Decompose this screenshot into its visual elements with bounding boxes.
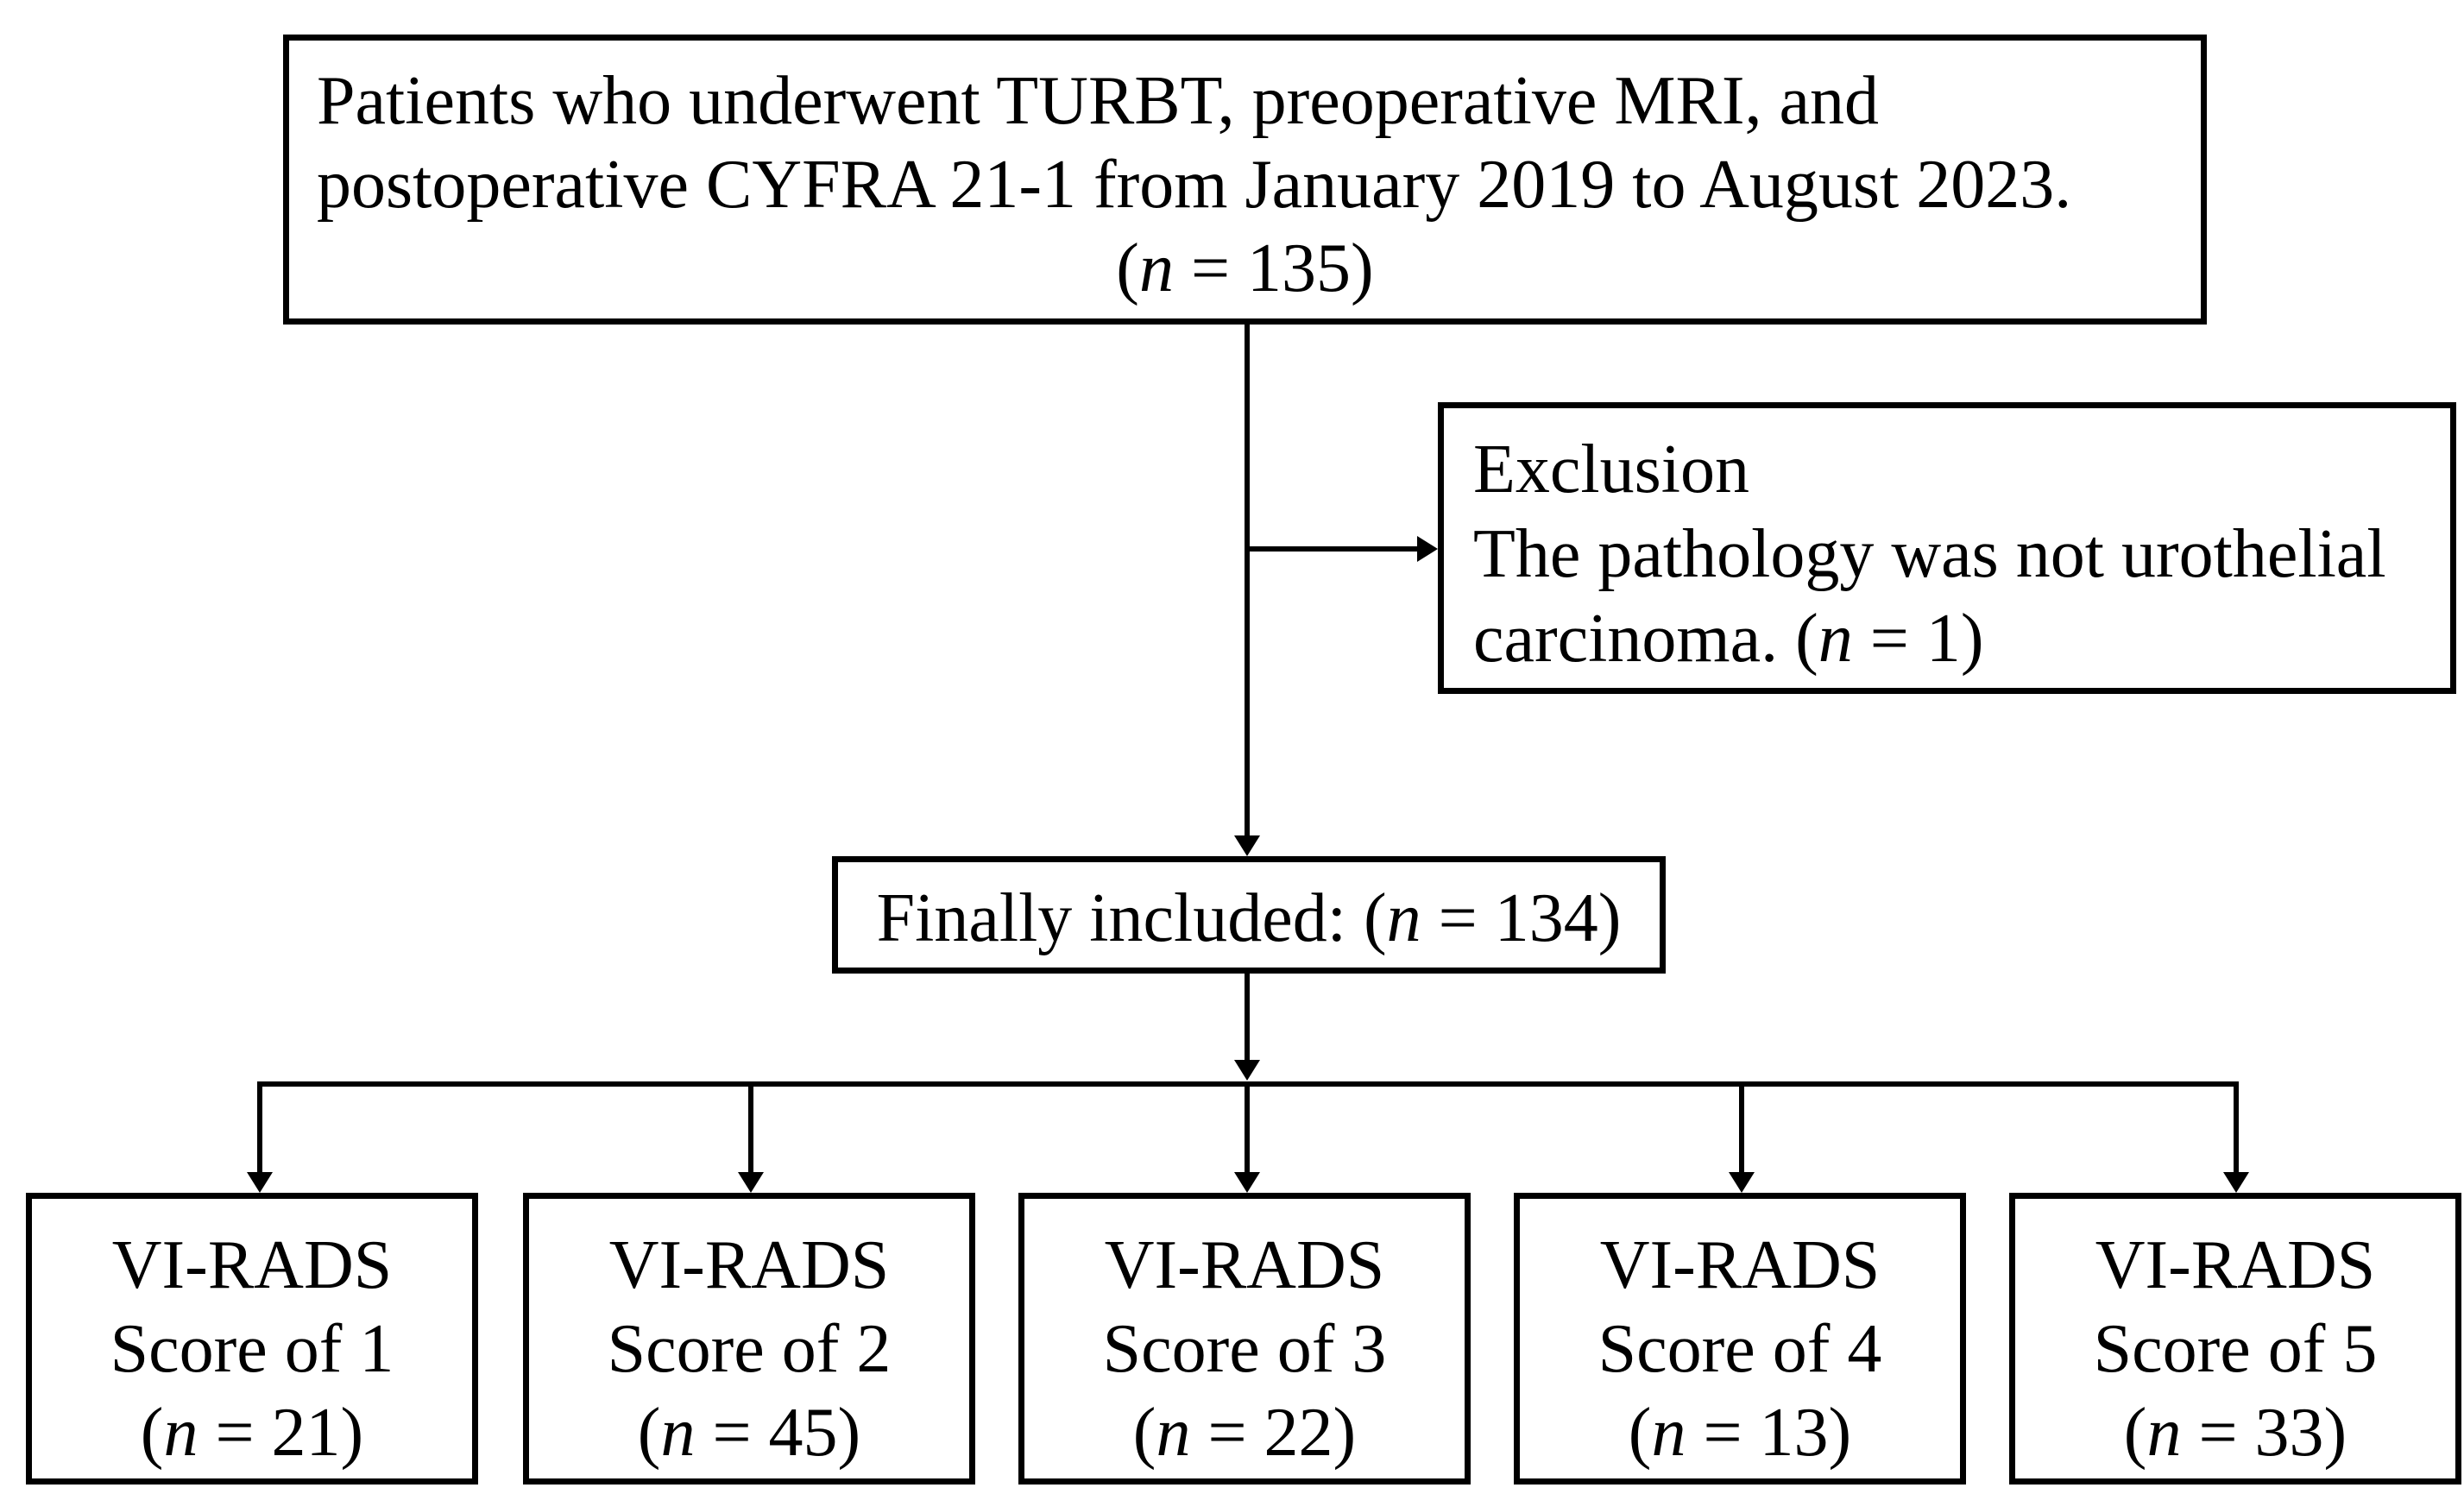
- score-box-5: VI-RADS Score of 5 (n = 33): [2009, 1193, 2461, 1485]
- arrow-into-final: [1234, 835, 1260, 856]
- finally-included-box: Finally included: (n = 134): [832, 856, 1666, 974]
- score-box-label: Score of 4: [1598, 1311, 1882, 1387]
- score-box-2: VI-RADS Score of 2 (n = 45): [523, 1193, 975, 1485]
- arrow-into-exclusion: [1417, 536, 1438, 562]
- eligible-patients-line-1: Patients who underwent TURBT, preoperati…: [317, 63, 1879, 139]
- score-box-count: (n = 21): [140, 1395, 364, 1471]
- score-box-title: VI-RADS: [111, 1227, 393, 1303]
- eligible-patients-line-2: postoperative CYFRA 21-1 from January 20…: [317, 147, 2072, 223]
- arrow-into-score-5: [2223, 1172, 2249, 1193]
- arrow-into-score-4: [1729, 1172, 1755, 1193]
- score-box-label: Score of 5: [2093, 1311, 2378, 1387]
- score-box-4: VI-RADS Score of 4 (n = 13): [1514, 1193, 1966, 1485]
- score-box-3: VI-RADS Score of 3 (n = 22): [1018, 1193, 1471, 1485]
- score-box-count: (n = 45): [637, 1395, 861, 1471]
- exclusion-reason-line-1: The pathology was not urothelial: [1473, 516, 2386, 592]
- score-box-title: VI-RADS: [608, 1227, 890, 1303]
- arrow-into-score-3: [1234, 1172, 1260, 1193]
- score-box-title: VI-RADS: [1599, 1227, 1881, 1303]
- score-box-count: (n = 33): [2123, 1395, 2347, 1471]
- score-box-label: Score of 3: [1102, 1311, 1387, 1387]
- score-box-label: Score of 1: [110, 1311, 394, 1387]
- finally-included-text: Finally included: (n = 134): [876, 880, 1622, 956]
- score-box-count: (n = 13): [1628, 1395, 1852, 1471]
- score-box-label: Score of 2: [607, 1311, 892, 1387]
- eligible-patients-count: (n = 135): [1116, 230, 1374, 306]
- arrow-into-score-1: [247, 1172, 273, 1193]
- exclusion-box: Exclusion The pathology was not urotheli…: [1438, 402, 2456, 694]
- arrow-into-bus: [1234, 1060, 1260, 1081]
- score-box-title: VI-RADS: [1104, 1227, 1385, 1303]
- exclusion-heading: Exclusion: [1473, 432, 1749, 507]
- score-box-1: VI-RADS Score of 1 (n = 21): [26, 1193, 478, 1485]
- score-box-count: (n = 22): [1132, 1395, 1357, 1471]
- eligible-patients-box: Patients who underwent TURBT, preoperati…: [283, 35, 2207, 325]
- arrow-into-score-2: [738, 1172, 764, 1193]
- exclusion-reason-line-2: carcinoma. (n = 1): [1473, 601, 1984, 677]
- score-box-title: VI-RADS: [2095, 1227, 2376, 1303]
